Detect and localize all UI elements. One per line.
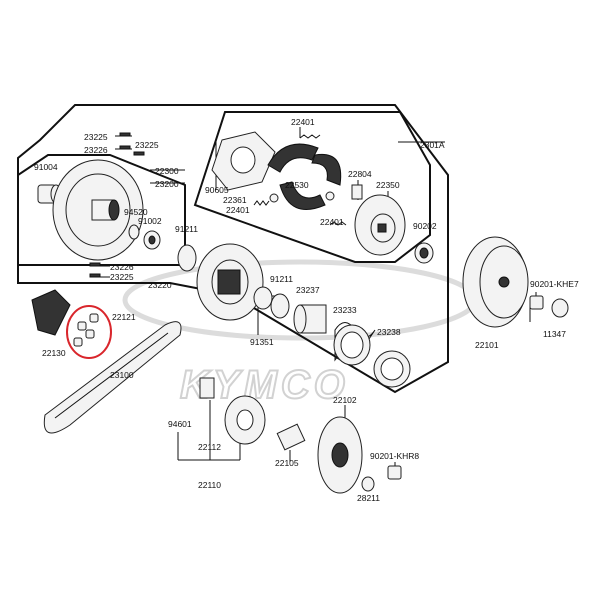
label-91351: 91351 <box>250 337 274 347</box>
label-28211: 28211 <box>357 493 380 503</box>
nut-90201-khe7 <box>529 295 544 310</box>
clutch-shoes-22530 <box>267 143 342 210</box>
label-22361: 22361 <box>223 195 247 205</box>
part-labels: 2301A 23225 23226 23225 91004 22300 2320… <box>34 117 579 503</box>
label-90201-KHE7: 90201-KHE7 <box>530 279 579 289</box>
fan-22102 <box>317 416 363 494</box>
label-22101: 22101 <box>475 340 499 350</box>
label-23238: 23238 <box>377 327 401 337</box>
label-90202: 90202 <box>413 221 437 231</box>
label-22105: 22105 <box>275 458 299 468</box>
rollers-highlight <box>66 305 112 359</box>
label-22401-b: 22401 <box>226 205 250 215</box>
label-22130: 22130 <box>42 348 66 358</box>
label-11347: 11347 <box>543 329 566 339</box>
label-91211: 91211 <box>175 224 198 234</box>
label-23225-c: 23225 <box>110 272 134 282</box>
nut-90201-khr8 <box>387 465 402 480</box>
spacer-22105 <box>276 423 306 451</box>
label-91211-b: 91211 <box>270 274 293 284</box>
label-22401-c: 22401 <box>320 217 344 227</box>
label-23233: 23233 <box>333 305 357 315</box>
label-94601: 94601 <box>168 419 192 429</box>
nut-90202 <box>414 242 434 264</box>
spring-22401 <box>253 134 347 226</box>
seal-94520 <box>128 224 140 240</box>
label-22530: 22530 <box>285 180 309 190</box>
label-22804: 22804 <box>348 169 372 179</box>
label-23225-b: 23225 <box>135 140 159 150</box>
ramp-plate-22130 <box>31 289 71 336</box>
bearing-91002 <box>143 230 161 250</box>
label-22300: 22300 <box>155 166 179 176</box>
label-22401: 22401 <box>291 117 315 127</box>
label-90605: 90605 <box>205 185 229 195</box>
label-23220: 23220 <box>148 280 172 290</box>
label-94520: 94520 <box>124 207 148 217</box>
label-23200: 23200 <box>155 179 179 189</box>
drive-belt-23100 <box>43 321 182 434</box>
label-22112: 22112 <box>198 442 221 452</box>
label-23226-b: 23226 <box>110 262 134 272</box>
drive-face-22112 <box>224 395 266 445</box>
clutch-group-outline <box>193 111 431 263</box>
label-22350: 22350 <box>376 180 400 190</box>
collar-23237 <box>293 304 327 334</box>
washer-11347 <box>551 298 569 318</box>
pins-23225 <box>89 132 145 278</box>
washer-28211 <box>361 476 375 492</box>
label-22102: 22102 <box>333 395 357 405</box>
label-23237: 23237 <box>296 285 320 295</box>
spring-23233 <box>333 322 376 366</box>
label-90201-KHR8: 90201-KHR8 <box>370 451 419 461</box>
label-23226: 23226 <box>84 145 108 155</box>
clutch-plate-90605 <box>211 131 276 191</box>
label-91002: 91002 <box>138 216 162 226</box>
label-91004: 91004 <box>34 162 58 172</box>
label-23225: 23225 <box>84 132 108 142</box>
label-2301A: 2301A <box>420 140 445 150</box>
washer-22804 <box>351 184 363 200</box>
movable-driven-face-23220 <box>196 243 264 321</box>
collar-94601 <box>199 377 215 399</box>
spring-seat-23238 <box>373 350 411 388</box>
clutch-outer-22101 <box>462 236 529 328</box>
o-ring-91211 <box>177 244 290 319</box>
weight-rollers-22121 <box>66 305 112 359</box>
label-22110: 22110 <box>198 480 221 490</box>
clutch-hub-22350 <box>354 194 406 256</box>
seal-91351 <box>253 286 273 310</box>
driven-face-23200 <box>52 159 144 261</box>
label-22121: 22121 <box>112 312 136 322</box>
label-23100: 23100 <box>110 370 134 380</box>
